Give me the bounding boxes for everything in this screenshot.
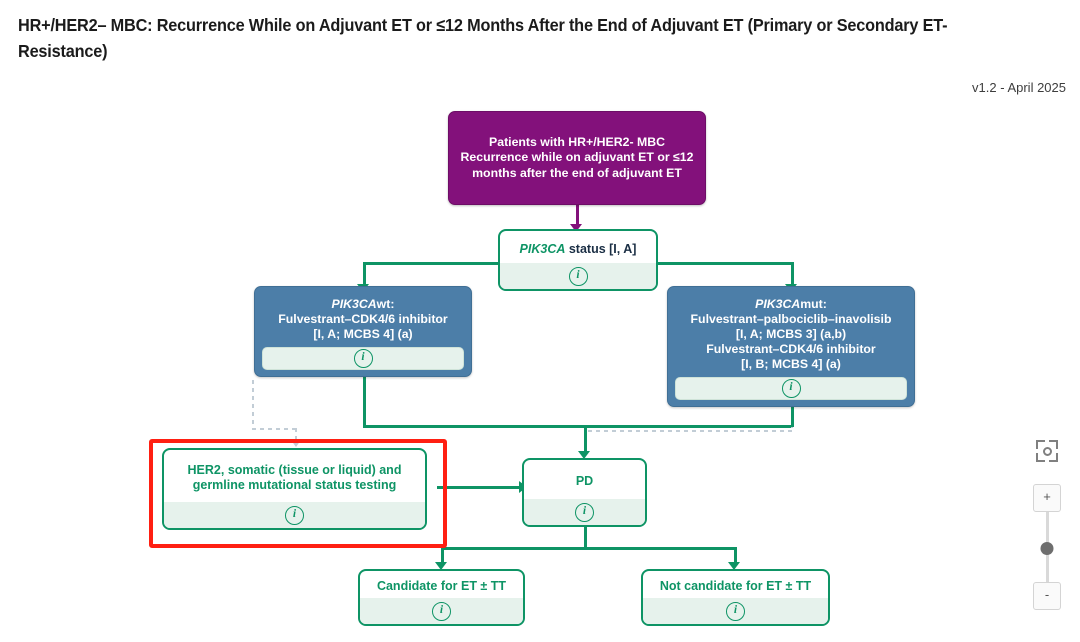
node-pik3ca-status-footer[interactable]: i (500, 263, 656, 289)
fit-to-screen-icon[interactable] (1036, 440, 1058, 462)
node-pik3ca-mut-footer[interactable]: i (675, 377, 907, 400)
connector-wt-down (363, 377, 366, 427)
fit-corner-br (1049, 453, 1058, 462)
info-icon[interactable]: i (285, 505, 304, 525)
node-pik3ca-wt-treatment[interactable]: PIK3CAwt: Fulvestrant–CDK4/6 inhibitor [… (254, 286, 472, 377)
zoom-out-button[interactable]: - (1033, 582, 1061, 610)
node-pd-footer[interactable]: i (524, 499, 645, 525)
highlight-frame-her2 (149, 439, 447, 548)
node-pik3ca-wt-footer[interactable]: i (262, 347, 464, 370)
arrowhead-root-to-status (570, 224, 582, 232)
connector-pd-down (584, 527, 587, 549)
connector-status-right-h (658, 262, 794, 265)
node-pik3ca-mut-line-4: [I, B; MCBS 4] (a) (741, 356, 841, 371)
arrowhead-to-not-candidate (728, 562, 740, 570)
dotted-arrowhead-into-her2 (291, 440, 301, 447)
dotted-connector-wt-across (252, 428, 297, 430)
flowchart-canvas: Patients with HR+/HER2- MBC Recurrence w… (0, 96, 1010, 642)
connector-status-left-h (363, 262, 498, 265)
node-pik3ca-wt-line-1: Fulvestrant–CDK4/6 inhibitor (278, 311, 448, 326)
version-label: v1.2 - April 2025 (972, 80, 1066, 95)
connector-status-left-v (363, 262, 366, 286)
node-candidate-text: Candidate for ET ± TT (376, 579, 507, 593)
node-pd-text: PD (575, 474, 594, 488)
gene-name-pik3ca: PIK3CA (519, 241, 566, 256)
node-not-candidate-text: Not candidate for ET ± TT (659, 579, 812, 593)
zoom-slider-knob[interactable] (1040, 542, 1054, 555)
node-pik3ca-mut-line-2: [I, A; MCBS 3] (a,b) (735, 326, 847, 341)
node-her2-testing[interactable]: HER2, somatic (tissue or liquid) and ger… (162, 448, 427, 530)
info-icon[interactable]: i (353, 349, 373, 368)
node-not-candidate-footer[interactable]: i (643, 598, 828, 624)
fit-corner-bl (1036, 453, 1045, 462)
node-pik3ca-mut-text: PIK3CAmut: Fulvestrant–palbociclib–inavo… (668, 287, 914, 377)
node-pik3ca-mut-treatment[interactable]: PIK3CAmut: Fulvestrant–palbociclib–inavo… (667, 286, 915, 407)
dotted-connector-wt-down (252, 380, 254, 428)
info-icon[interactable]: i (432, 601, 451, 621)
connector-to-candidate (441, 547, 444, 564)
fit-corner-tr (1049, 440, 1058, 449)
connector-join-to-pd (363, 425, 791, 428)
gene-name-pik3ca-wt: PIK3CA (331, 296, 377, 311)
info-icon[interactable]: i (781, 379, 801, 398)
connector-mut-down (791, 407, 794, 427)
info-icon[interactable]: i (568, 266, 588, 286)
node-pik3ca-wt-line-2: [I, A; MCBS 4] (a) (313, 326, 413, 341)
arrowhead-into-pd (578, 451, 590, 459)
connector-pd-split (441, 547, 736, 550)
zoom-in-button[interactable]: + (1033, 484, 1061, 512)
node-patients-root[interactable]: Patients with HR+/HER2- MBC Recurrence w… (448, 111, 706, 205)
node-pik3ca-mut-line-3: Fulvestrant–CDK4/6 inhibitor (706, 341, 876, 356)
node-pik3ca-wt-text: PIK3CAwt: Fulvestrant–CDK4/6 inhibitor [… (255, 287, 471, 347)
node-her2-testing-footer[interactable]: i (164, 502, 425, 528)
node-candidate-et-tt[interactable]: Candidate for ET ± TT i (358, 569, 525, 626)
dotted-connector-mut-across (588, 430, 793, 432)
node-pik3ca-status[interactable]: PIK3CA status [I, A] i (498, 229, 658, 291)
node-pik3ca-status-label: PIK3CA status [I, A] (500, 231, 656, 263)
page-title: HR+/HER2– MBC: Recurrence While on Adjuv… (18, 15, 948, 61)
fit-center-dot (1043, 447, 1052, 456)
node-pik3ca-status-rest: status [I, A] (565, 241, 637, 256)
node-pik3ca-mut-line-1: Fulvestrant–palbociclib–inavolisib (690, 311, 892, 326)
node-pik3ca-mut-suffix: mut: (800, 296, 827, 311)
connector-root-to-status (576, 205, 579, 226)
zoom-controls: + - (1028, 440, 1066, 610)
gene-name-pik3ca-mut: PIK3CA (755, 296, 801, 311)
arrowhead-to-candidate (435, 562, 447, 570)
connector-into-pd (584, 425, 587, 455)
connector-to-not-candidate (734, 547, 737, 564)
info-icon[interactable]: i (575, 502, 594, 522)
info-icon[interactable]: i (726, 601, 745, 621)
connector-her2-to-pd (437, 486, 521, 489)
dotted-connector-wt-into-her2 (295, 428, 297, 442)
connector-status-right-v (791, 262, 794, 286)
node-progressive-disease[interactable]: PD i (522, 458, 647, 527)
node-her2-testing-text: HER2, somatic (tissue or liquid) and ger… (187, 463, 402, 492)
zoom-slider-track[interactable] (1040, 512, 1054, 582)
node-not-candidate-et-tt[interactable]: Not candidate for ET ± TT i (641, 569, 830, 626)
node-pik3ca-wt-suffix: wt: (376, 296, 395, 311)
node-patients-root-text: Patients with HR+/HER2- MBC Recurrence w… (460, 134, 694, 180)
fit-corner-tl (1036, 440, 1045, 449)
node-candidate-footer[interactable]: i (360, 598, 523, 624)
